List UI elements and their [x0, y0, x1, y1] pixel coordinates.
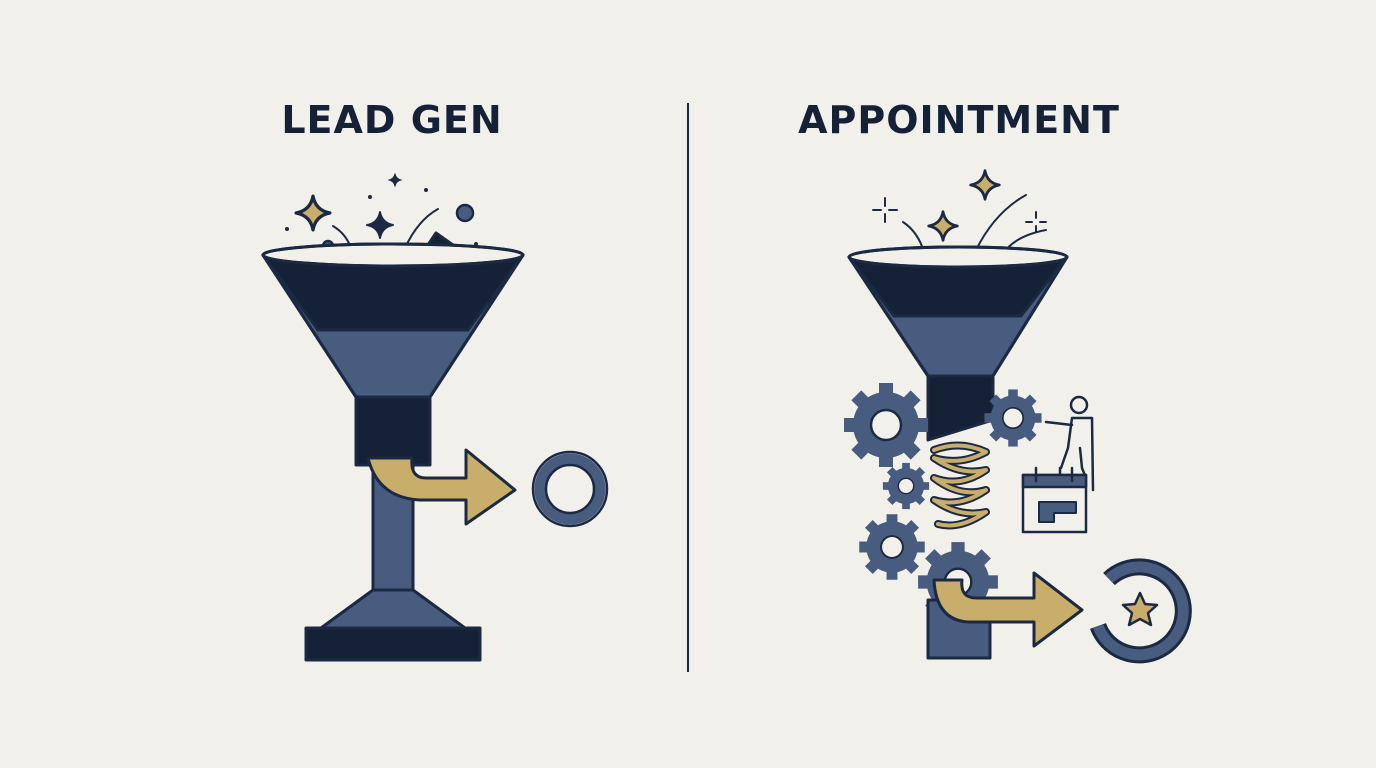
- sparkle-icon: [294, 173, 402, 239]
- funnel-icon: [261, 231, 525, 467]
- calendar-icon: [1021, 466, 1088, 534]
- curved-arrow-icon: [366, 448, 517, 526]
- lead-gen-illustration: [261, 173, 609, 662]
- appointment-illustration: [844, 169, 1192, 664]
- curved-arrow-icon: [932, 571, 1084, 648]
- lead-gen-title: LEAD GEN: [281, 98, 503, 142]
- plus-marks: [872, 197, 1047, 233]
- spring-icon: [930, 441, 990, 530]
- funnel-icon: [847, 245, 1069, 442]
- appointment-title: APPOINTMENT: [798, 98, 1120, 142]
- star-target-icon: [1090, 558, 1192, 664]
- person-icon: [1044, 395, 1095, 492]
- ring-icon: [531, 450, 609, 528]
